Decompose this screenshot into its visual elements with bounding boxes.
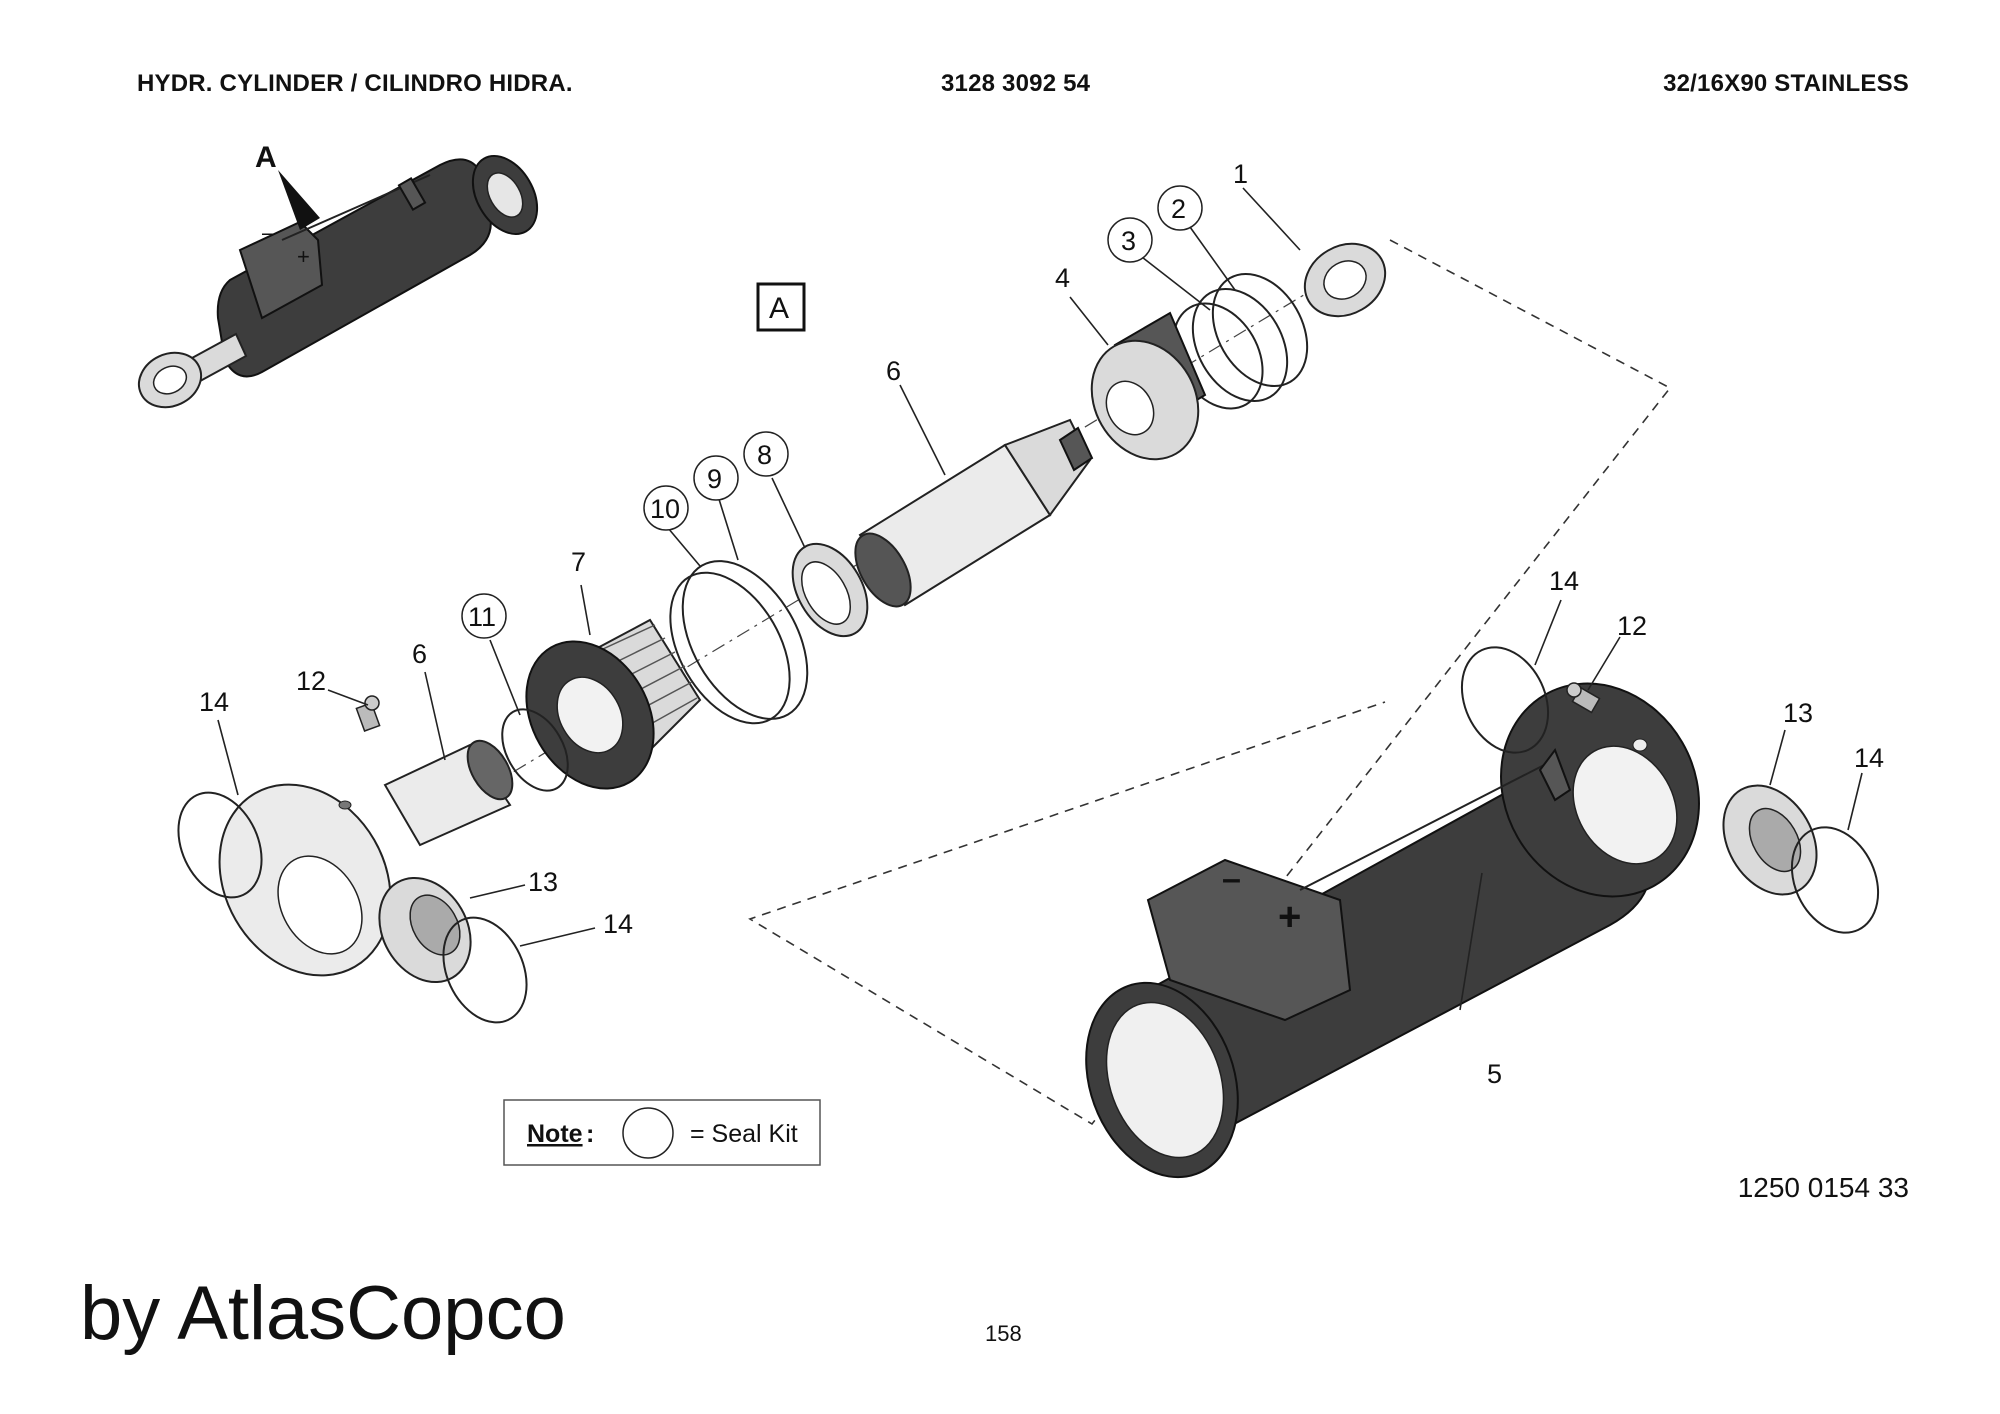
note-box: Note : = Seal Kit [503,1099,821,1166]
header-specification: 32/16X90 STAINLESS [1663,70,1909,97]
part-9-10-rings [669,560,809,725]
part-13-bearing-right [1722,784,1818,896]
callout-13-right: 13 [1783,698,1813,728]
callout-12-right: 12 [1617,611,1647,641]
callout-14-right-bottom: 14 [1854,743,1884,773]
part-6-lower-rod [383,739,514,847]
view-arrow-label: A [255,141,277,174]
note-colon: : [586,1120,594,1148]
assembly-boundary [748,239,1672,1126]
part-14-circlips-left [177,791,528,1024]
callout-14-left-top: 14 [199,687,229,717]
callout-5: 5 [1487,1059,1502,1089]
rod-eye-left [218,783,392,977]
brand-footer: by AtlasCopco [80,1271,566,1356]
part-13-bearing-left [378,876,472,984]
note-label: Note [527,1120,583,1148]
minus-symbol-small: – [262,220,275,245]
callout-11: 11 [468,602,496,632]
callout-2: 2 [1171,194,1186,224]
part-1-nut [1303,242,1387,318]
part-12-grease-nipple-left [355,695,381,732]
callout-9: 9 [707,464,722,494]
part-6-piston-rod [854,418,1094,608]
callout-3: 3 [1121,226,1136,256]
note-text: = Seal Kit [690,1120,798,1148]
callout-6-lower: 6 [412,639,427,669]
seal-kit-circle-symbol [622,1107,674,1159]
callout-14-right-top: 14 [1549,566,1579,596]
plus-symbol: + [1278,895,1301,939]
part-14-circlips-right [1460,646,1880,934]
page-number: 158 [985,1321,1022,1346]
part-4-gland [1090,311,1207,461]
callout-1: 1 [1233,159,1248,189]
callout-6-upper: 6 [886,356,901,386]
callout-14-left-bottom: 14 [603,909,633,939]
part-11-seal [501,708,569,792]
callout-10: 10 [650,494,680,524]
callout-12-left: 12 [296,666,326,696]
header-part-number: 3128 3092 54 [941,70,1091,97]
callouts: 1 2 3 4 5 6 6 7 8 9 10 11 12 12 13 13 14… [199,159,1884,1089]
plus-symbol-small: + [297,244,310,269]
view-box-label: A [769,292,789,325]
callout-7: 7 [571,547,586,577]
minus-symbol: – [1222,860,1241,898]
part-12-grease-nipple-right [1566,682,1601,714]
view-arrow: A [255,141,320,230]
part-5-cylinder-barrel: – + [1085,682,1700,1179]
callout-8: 8 [757,440,772,470]
callout-4: 4 [1055,263,1070,293]
header-title: HYDR. CYLINDER / CILINDRO HIDRA. [137,70,573,97]
part-7-piston [525,618,702,790]
drawing-number: 1250 0154 33 [1737,1172,1909,1203]
callout-13-left: 13 [528,867,558,897]
assembled-cylinder-thumbnail: – + [137,155,539,409]
leader-lines [217,187,1863,1011]
view-box: A [756,282,806,332]
